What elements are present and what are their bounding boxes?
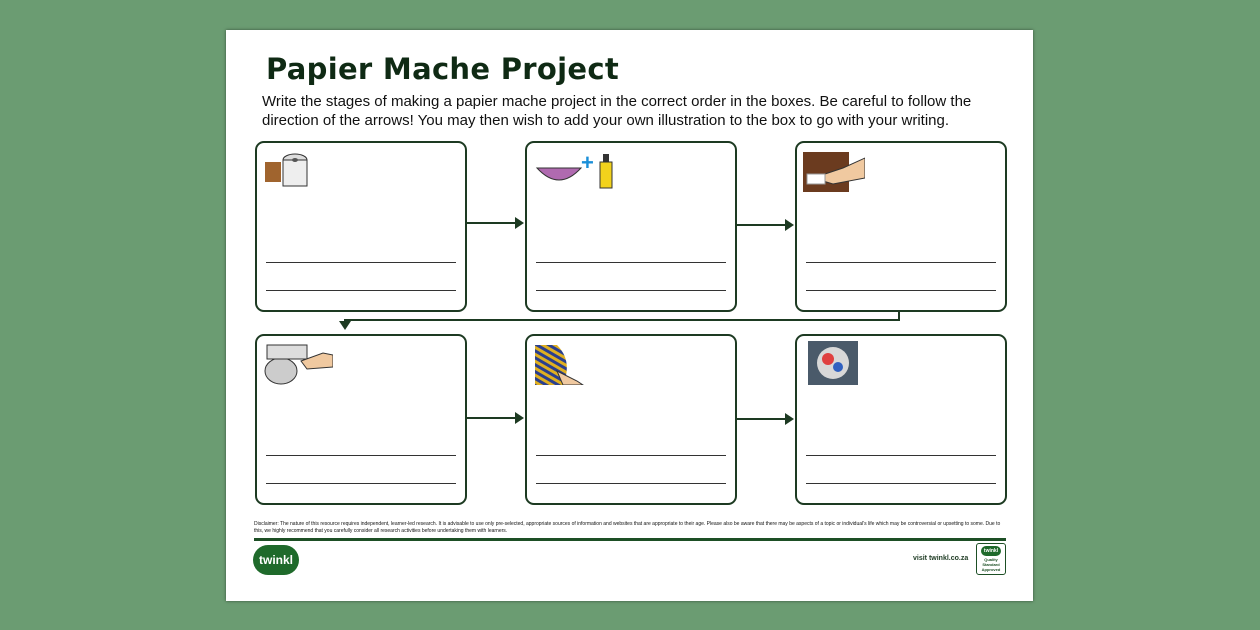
writing-line [806, 455, 996, 456]
writing-line [536, 483, 726, 484]
toilet-paper-roll-icon [265, 153, 308, 187]
connector-line [344, 319, 900, 321]
disclaimer: Disclaimer: The nature of this resource … [254, 521, 1001, 534]
stage-box-5[interactable] [525, 334, 737, 505]
finished-project-photo-icon [808, 341, 858, 385]
arrow-right [467, 412, 524, 424]
footer-rule [254, 538, 1006, 541]
writing-line [266, 290, 456, 291]
arrow-right [467, 217, 524, 229]
hand-layering-paper-icon [264, 344, 333, 385]
writing-line [806, 262, 996, 263]
writing-line [266, 483, 456, 484]
page-title: Papier Mache Project [266, 52, 619, 86]
writing-line [806, 483, 996, 484]
writing-line [536, 290, 726, 291]
arrow-right [737, 413, 794, 425]
stage-box-3[interactable] [795, 141, 1007, 312]
writing-line [536, 455, 726, 456]
visit-link[interactable]: visit twinkl.co.za [913, 555, 969, 562]
arrow-down [339, 321, 351, 330]
stage-box-1[interactable] [255, 141, 467, 312]
writing-line [806, 290, 996, 291]
svg-text:+: + [581, 150, 594, 175]
writing-line [536, 262, 726, 263]
stage-box-2[interactable]: + [525, 141, 737, 312]
stage-box-6[interactable] [795, 334, 1007, 505]
twinkl-logo[interactable]: twinkl [253, 545, 299, 575]
hand-spreading-paste-icon [803, 152, 865, 192]
bowl-plus-glue-icon: + [535, 150, 613, 189]
painted-striped-object-icon [535, 345, 584, 385]
writing-line [266, 455, 456, 456]
connector-line [898, 310, 900, 320]
arrow-right [737, 219, 794, 231]
worksheet: Papier Mache Project Write the stages of… [226, 30, 1033, 601]
writing-line [266, 262, 456, 263]
stage-box-4[interactable] [255, 334, 467, 505]
instructions: Write the stages of making a papier mach… [262, 93, 972, 129]
